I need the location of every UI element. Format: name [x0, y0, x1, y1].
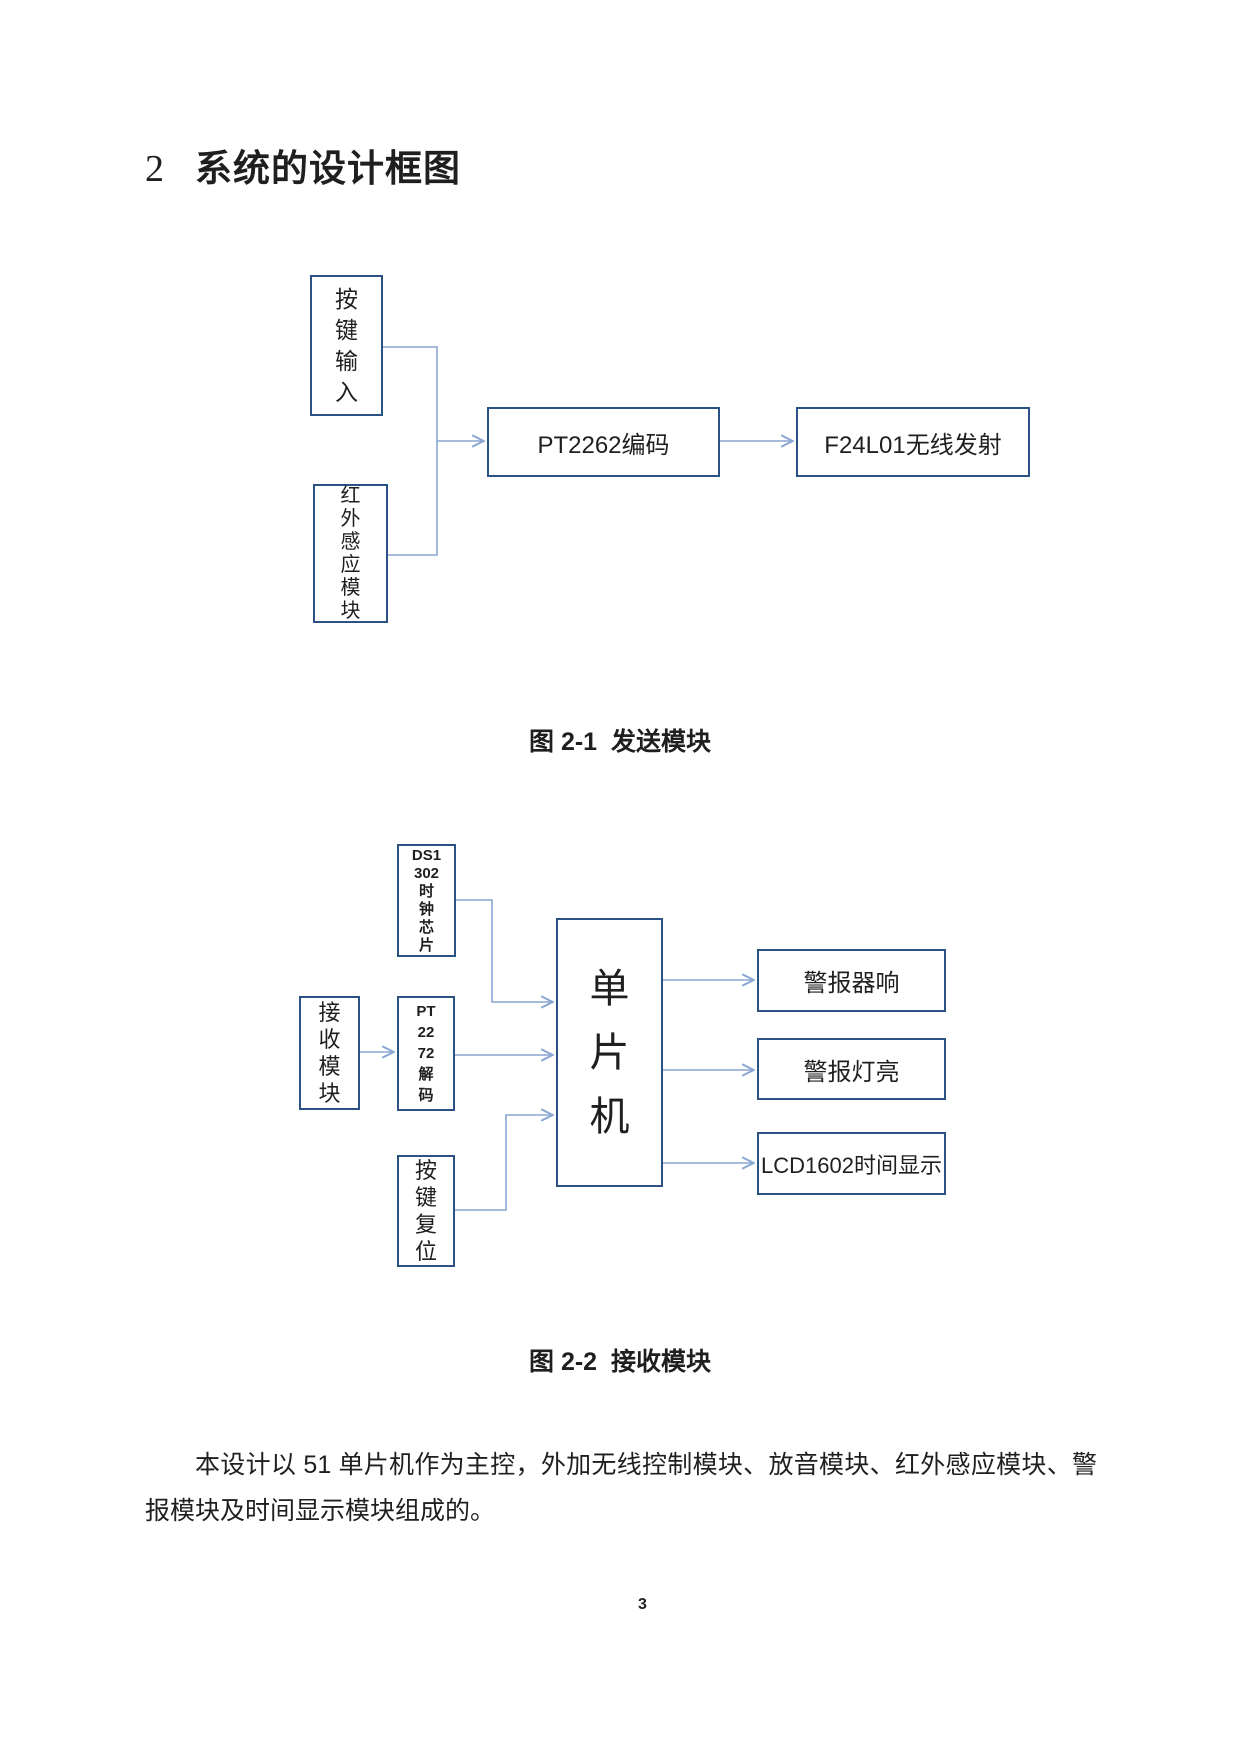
heading-title: 系统的设计框图: [195, 148, 461, 189]
body-paragraph: 本设计以 51 单片机作为主控，外加无线控制模块、放音模块、红外感应模块、警报模…: [145, 1451, 1097, 1525]
diagram2-box-alarm-light: 警报灯亮: [757, 1038, 946, 1100]
arrow-keyreset-to-mcu: [455, 1115, 552, 1211]
diagram2-box-receiver: 接 收 模 块: [299, 996, 360, 1110]
figure-2-1-caption: 图 2-1 发送模块: [529, 728, 711, 756]
diagram2-box-lcd-display: LCD1602时间显示: [757, 1132, 946, 1195]
diagram2-box-pt2272-decoder: PT 22 72 解 码: [397, 996, 455, 1111]
diagram1-box-pt2262-encoder: PT2262编码: [487, 407, 720, 477]
connector-inputs-junction: [383, 346, 438, 556]
diagram2-box-ds1302-clock: DS1 302 时 钟 芯 片: [397, 844, 456, 957]
diagram1-box-key-input: 按 键 输 入: [310, 275, 383, 416]
heading-number: 2: [145, 148, 165, 190]
diagram1-box-f24l01-transmitter: F24L01无线发射: [796, 407, 1030, 477]
figure-2-2-caption: 图 2-2 接收模块: [529, 1348, 711, 1376]
section-heading: 2 系统的设计框图: [145, 138, 461, 192]
diagram2-box-mcu: 单 片 机: [556, 918, 663, 1187]
page-number: 3: [638, 1596, 647, 1613]
diagram2-box-alarm-sound: 警报器响: [757, 949, 946, 1012]
diagram1-box-ir-sensor: 红 外 感 应 模 块: [313, 484, 388, 623]
arrow-ds1302-to-mcu: [456, 899, 552, 1002]
diagram2-box-key-reset: 按 键 复 位: [397, 1155, 455, 1267]
